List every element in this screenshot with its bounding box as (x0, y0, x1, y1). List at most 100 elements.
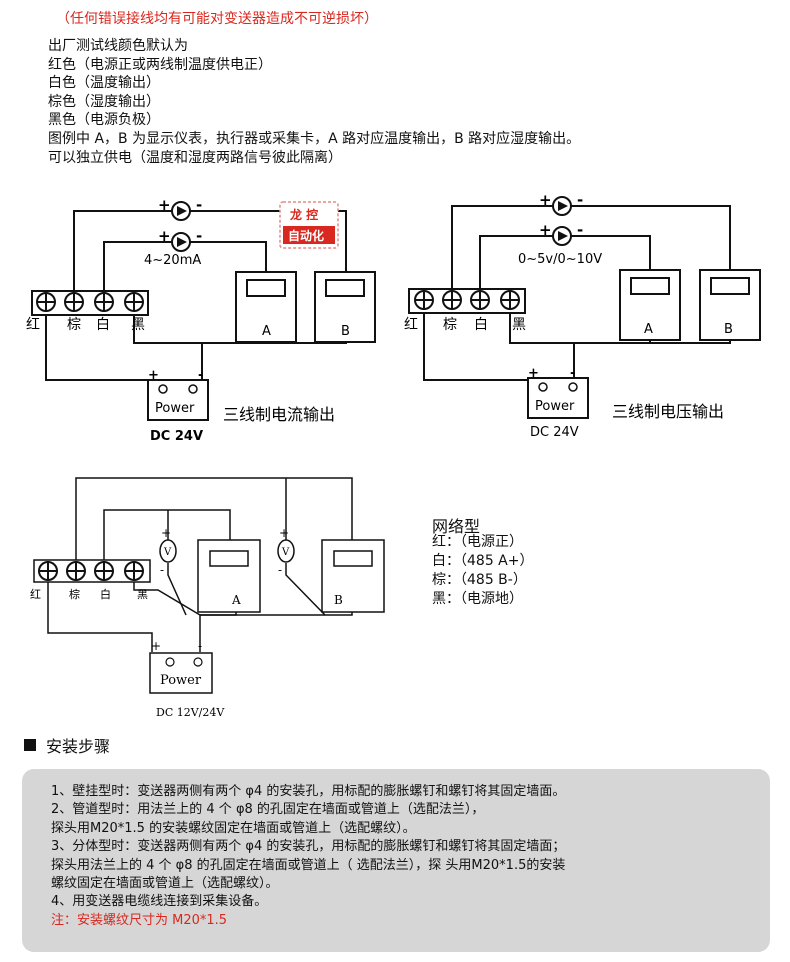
terminal-screw-icon (94, 561, 114, 581)
terminal-screw-icon (94, 292, 114, 312)
device-display (246, 279, 286, 297)
voltmeter-symbol: V (163, 547, 172, 558)
terminal-screw-icon (38, 561, 58, 581)
terminal-label-red: 红 (404, 317, 418, 333)
polarity-minus: - (160, 563, 164, 577)
note-line: 红色（电源正或两线制温度供电正） (48, 56, 272, 73)
terminal-label-white: 白 (100, 587, 111, 601)
watermark-top-text: 龙 控 (290, 207, 318, 222)
note-line: 出厂测试线颜色默认为 (48, 38, 188, 54)
network-item: 红：（电源正） (432, 534, 523, 550)
install-step-line: 2、管道型时：用法兰上的 4 个 φ8 的孔固定在墙面或管道上（选配法兰）， (51, 802, 485, 818)
polarity-minus: - (577, 221, 583, 239)
power-spec: DC 24V (530, 425, 579, 440)
polarity-minus: - (570, 366, 575, 381)
device-display (630, 277, 670, 295)
polarity-plus: + (158, 227, 171, 245)
terminal-label-black: 黑 (512, 317, 526, 333)
install-steps-panel: 1、壁挂型时：变送器两侧有两个 φ4 的安装孔，用标配的膨胀螺钉和螺钉将其固定墙… (22, 769, 770, 952)
terminal-screw-icon (442, 290, 462, 310)
ammeter-icon (552, 196, 572, 216)
polarity-plus: + (539, 191, 552, 209)
terminal-screw-icon (124, 292, 144, 312)
terminal-label-brown: 棕 (443, 317, 457, 333)
polarity-minus: - (577, 191, 583, 209)
install-step-line: 1、壁挂型时：变送器两侧有两个 φ4 的安装孔，用标配的膨胀螺钉和螺钉将其固定墙… (51, 784, 566, 799)
polarity-minus: - (196, 196, 202, 214)
device-a-label: A (231, 593, 241, 607)
polarity-plus: + (148, 368, 159, 383)
terminal-screw-icon (470, 290, 490, 310)
device-display (209, 550, 249, 567)
range-label: 4~20mA (144, 253, 201, 268)
polarity-plus: + (528, 366, 539, 381)
device-display (710, 277, 750, 295)
terminal-screw-icon (36, 292, 56, 312)
terminal-label-brown: 棕 (67, 317, 81, 333)
install-heading: 安装步骤 (24, 733, 110, 757)
polarity-plus: + (151, 639, 161, 653)
power-supply (147, 379, 209, 421)
device-display (325, 279, 365, 297)
note-line: 可以独立供电（温度和湿度两路信号彼此隔离） (48, 149, 342, 166)
terminal-label-red: 红 (26, 317, 40, 333)
polarity-plus: + (158, 196, 171, 214)
polarity-minus: - (196, 227, 202, 245)
power-spec: DC 24V (150, 429, 203, 444)
power-supply (149, 652, 213, 694)
device-a-label: A (262, 324, 271, 339)
warning-text: （任何错误接线均有可能对变送器造成不可逆损坏） (56, 11, 378, 27)
install-step-line: 螺纹固定在墙面或管道上（选配螺纹）。 (51, 876, 279, 892)
device-a (197, 539, 261, 613)
watermark-bottom-text: 自动化 (288, 228, 324, 243)
diagram-caption: 三线制电流输出 (223, 405, 335, 424)
install-step-line: 3、分体型时：变送器两侧有两个 φ4 的安装孔，用标配的膨胀螺钉和螺钉将其固定墙… (51, 839, 566, 855)
voltmeter-icon (159, 539, 177, 563)
device-a-label: A (644, 322, 653, 337)
terminal-screw-icon (414, 290, 434, 310)
device-b-label: B (341, 324, 350, 339)
diagram-caption: 三线制电压输出 (612, 402, 724, 421)
network-wire-list: 红：（电源正） 白：（485 A+） 棕：（485 B-） 黑：（电源地） (432, 533, 533, 609)
power-label: Power (155, 401, 195, 416)
install-step-line: 4、用变送器电缆线连接到采集设备。 (51, 894, 268, 910)
diagram-current: 红 棕 白 黑 + - + - 4~20mA 龙 控 自动化 A B + - P… (26, 196, 376, 444)
terminal-label-white: 白 (96, 317, 110, 333)
terminal-screw-icon (66, 561, 86, 581)
wire-color-notes: 出厂测试线颜色默认为 红色（电源正或两线制温度供电正） 白色（温度输出） 棕色（… (48, 37, 580, 167)
ammeter-icon (171, 232, 191, 252)
terminal-label-white: 白 (474, 317, 488, 333)
watermark-stamp: 龙 控 自动化 (279, 201, 339, 249)
device-b-label: B (334, 593, 343, 607)
polarity-minus: - (198, 368, 203, 383)
ammeter-icon (171, 201, 191, 221)
install-step-line: 探头用M20*1.5 的安装螺纹固定在墙面或管道上（选配螺纹）。 (51, 820, 416, 836)
diagram-network: 红 棕 白 黑 V + - V + - A B + - Power DC 12V… (30, 477, 385, 719)
polarity-minus: - (278, 563, 282, 577)
terminal-label-red: 红 (30, 588, 41, 601)
install-note: 注：安装螺纹尺寸为 M20*1.5 (51, 912, 228, 928)
terminal-label-black: 黑 (137, 588, 148, 601)
polarity-plus: + (279, 526, 289, 540)
network-title: 网络型 (432, 517, 481, 536)
note-line: 黑色（电源负极） (48, 112, 160, 129)
polarity-plus: + (161, 526, 171, 540)
terminal-screw-icon (500, 290, 520, 310)
terminal-screw-icon (64, 292, 84, 312)
terminal-block (33, 559, 151, 583)
voltmeter-icon (277, 539, 295, 563)
power-spec: DC 12V/24V (156, 706, 225, 719)
polarity-plus: + (539, 221, 552, 239)
square-bullet-icon (24, 739, 36, 751)
power-label: Power (160, 673, 202, 688)
range-label: 0~5v/0~10V (518, 252, 602, 267)
note-line: 图例中 A，B 为显示仪表，执行器或采集卡，A 路对应温度输出，B 路对应湿度输… (48, 130, 581, 147)
device-b-label: B (724, 322, 733, 337)
terminal-label-brown: 棕 (69, 587, 80, 601)
network-item: 黑：（电源地） (432, 591, 523, 607)
device-display (333, 550, 373, 567)
ammeter-icon (552, 226, 572, 246)
install-heading-text: 安装步骤 (46, 737, 111, 756)
voltmeter-symbol: V (281, 547, 290, 558)
